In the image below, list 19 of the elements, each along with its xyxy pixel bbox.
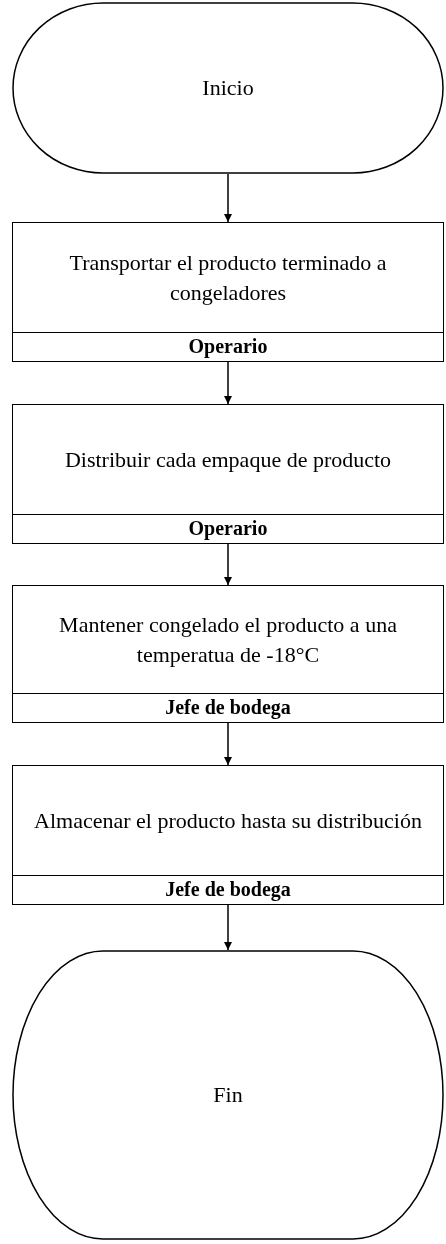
process-text: Distribuir cada empaque de producto xyxy=(64,445,392,474)
responsible-role: Jefe de bodega xyxy=(13,875,443,904)
arrow xyxy=(224,361,232,405)
responsible-role: Operario xyxy=(13,514,443,543)
arrow xyxy=(224,173,232,223)
arrow xyxy=(224,722,232,766)
arrow xyxy=(224,543,232,586)
process-box xyxy=(12,585,444,723)
process-box xyxy=(12,404,444,544)
responsible-role: Operario xyxy=(13,332,443,361)
process-box xyxy=(12,222,444,362)
process-text: Mantener congelado el producto a una temperatua de -18°C xyxy=(58,610,398,669)
process-box xyxy=(12,765,444,905)
process-text: Transportar el producto terminado a congeladores xyxy=(68,248,388,307)
terminal-label: Inicio xyxy=(201,75,255,101)
responsible-role: Jefe de bodega xyxy=(13,693,443,722)
terminal-label: Fin xyxy=(212,1082,244,1108)
process-text: Almacenar el producto hasta su distribución xyxy=(34,806,422,835)
arrow xyxy=(224,904,232,951)
